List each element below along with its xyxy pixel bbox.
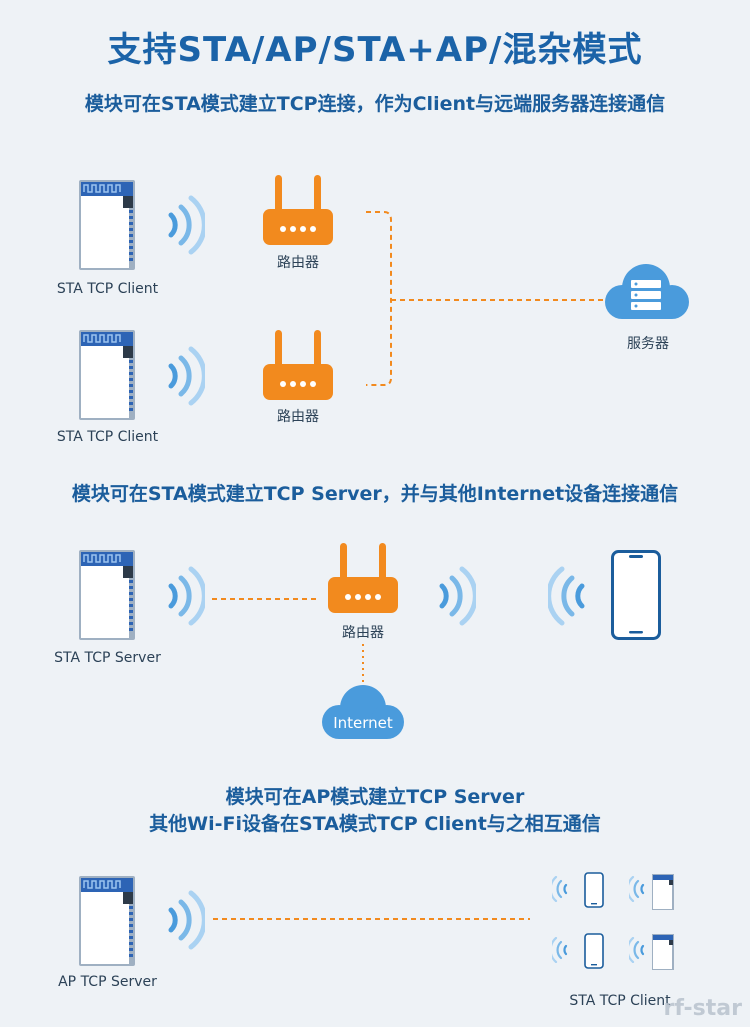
wifi-signal-icon xyxy=(552,937,568,963)
connection-lines xyxy=(212,598,364,684)
internet-label: Internet xyxy=(333,714,393,732)
section3-heading-line2: 其他Wi-Fi设备在STA模式TCP Client与之相互通信 xyxy=(149,813,601,835)
wifi-signal-icon xyxy=(552,876,568,902)
router-label-1: 路由器 xyxy=(277,255,319,271)
wifi-module-4 xyxy=(79,876,135,966)
internet-cloud-icon xyxy=(318,684,408,746)
server-cloud-icon xyxy=(600,262,692,326)
router-label-3: 路由器 xyxy=(342,625,384,641)
wifi-signal-icon xyxy=(436,564,476,628)
wifi-module-1 xyxy=(79,180,135,270)
wifi-signal-icon xyxy=(165,193,205,257)
router-icon xyxy=(328,543,398,615)
router-label-2: 路由器 xyxy=(277,409,319,425)
wifi-module-3 xyxy=(79,550,135,640)
router-icon xyxy=(263,175,333,247)
smartphone-icon xyxy=(584,933,604,969)
module-label-2: STA TCP Client xyxy=(56,429,159,445)
wifi-signal-icon xyxy=(165,564,205,628)
wifi-signal-icon xyxy=(629,937,645,963)
page-title: 支持STA/AP/STA+AP/混杂模式 xyxy=(107,30,643,70)
section2-heading: 模块可在STA模式建立TCP Server，并与其他Internet设备连接通信 xyxy=(71,483,679,505)
wifi-signal-icon xyxy=(629,876,645,902)
connection-lines xyxy=(0,0,750,460)
module-label-4: AP TCP Server xyxy=(58,974,157,990)
server-label: 服务器 xyxy=(627,336,669,352)
wifi-signal-icon xyxy=(165,888,205,952)
clients-label: STA TCP Client xyxy=(569,993,671,1009)
wifi-module-2 xyxy=(79,330,135,420)
brand-watermark: rf-star xyxy=(663,996,742,1021)
smartphone-icon xyxy=(611,550,661,640)
module-label-1: STA TCP Client xyxy=(56,281,159,297)
router-icon xyxy=(263,330,333,402)
wifi-module-mini xyxy=(652,934,674,970)
wifi-signal-icon xyxy=(548,564,588,628)
wifi-signal-icon xyxy=(165,344,205,408)
wifi-module-mini xyxy=(652,874,674,910)
section1-heading: 模块可在STA模式建立TCP连接，作为Client与远端服务器连接通信 xyxy=(84,93,666,115)
smartphone-icon xyxy=(584,872,604,908)
section3-heading-line1: 模块可在AP模式建立TCP Server xyxy=(225,786,525,808)
module-label-3: STA TCP Server xyxy=(54,650,161,666)
